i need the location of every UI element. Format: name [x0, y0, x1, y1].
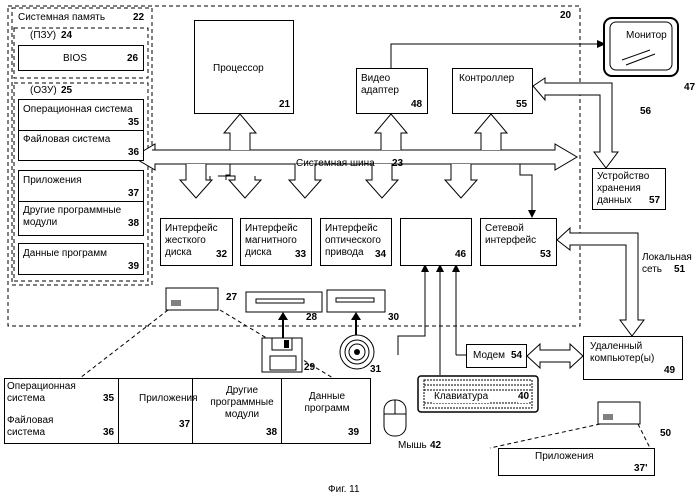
remote-hard-disk-icon — [598, 402, 640, 424]
cd-disc-icon — [340, 335, 374, 369]
hdd-interface-box: Интерфейс жесткого диска 32 — [160, 218, 233, 266]
disk-data-label: Данные программ — [299, 391, 355, 415]
video-adapter-number: 48 — [411, 99, 422, 111]
other-modules-number: 38 — [128, 218, 139, 230]
bios-box: BIOS 26 — [18, 45, 144, 71]
hdd-interface-number: 32 — [216, 249, 227, 261]
system-bus-label: Системная шина — [296, 158, 375, 170]
os-fs-box: Операционная система 35 Файловая система… — [18, 99, 144, 161]
os-label: Операционная система — [23, 104, 133, 116]
modem-number: 54 — [511, 350, 522, 362]
disk-modules-label: Другие программные модули — [201, 385, 283, 421]
system-memory-label: Системная память — [18, 12, 105, 24]
remote-apps-number: 37' — [634, 463, 648, 475]
remote-hdd-number: 50 — [660, 428, 671, 440]
disk-fs-label: Файловая система — [7, 415, 53, 439]
disk-contents-table: Операционная система 35 Файловая система… — [4, 378, 371, 444]
modem-label: Модем — [473, 350, 505, 362]
fs-number: 36 — [128, 147, 139, 159]
disk-modules-number: 38 — [266, 427, 277, 439]
keyboard-label: Клавиатура — [433, 391, 489, 403]
apps-modules-box: Приложения 37 Другие программные модули … — [18, 170, 144, 236]
bios-label: BIOS — [63, 53, 87, 65]
program-data-label: Данные программ — [23, 248, 107, 260]
video-adapter-box: Видео адаптер 48 — [356, 68, 428, 114]
hard-disk-icon — [166, 288, 218, 310]
io-interface-number: 46 — [455, 249, 466, 261]
apps-number: 37 — [128, 188, 139, 200]
other-modules-label: Другие программные модули — [23, 205, 121, 229]
disk-apps-label: Приложения — [139, 393, 198, 405]
floppy-drive-icon — [246, 292, 322, 312]
monitor-label: Монитор — [626, 30, 667, 42]
storage-number: 57 — [649, 195, 660, 207]
system-bus-number: 23 — [392, 158, 403, 170]
fs-label: Файловая система — [23, 134, 110, 146]
link-56-number: 56 — [640, 106, 651, 118]
mouse-number: 42 — [430, 440, 441, 452]
rom-label: (ПЗУ) — [30, 30, 56, 42]
disk-os-number: 35 — [103, 393, 114, 405]
lan-number: 51 — [674, 264, 685, 276]
disk-fs-number: 36 — [103, 427, 114, 439]
modem-box: Модем 54 — [466, 344, 527, 368]
io-interface-box: 46 — [400, 218, 472, 266]
remote-computer-label: Удаленный компьютер(ы) — [590, 341, 654, 365]
monitor-number: 47 — [684, 82, 695, 94]
bios-number: 26 — [127, 53, 138, 65]
controller-label: Контроллер — [459, 73, 514, 85]
cpu-label: Процессор — [213, 63, 264, 75]
keyboard-number: 40 — [518, 391, 529, 403]
optical-drive-icon — [327, 290, 385, 312]
network-interface-box: Сетевой интерфейс 53 — [480, 218, 557, 266]
hdd-number: 27 — [226, 292, 237, 304]
os-number: 35 — [128, 117, 139, 129]
floppy-disk-icon — [262, 338, 302, 372]
fdd-interface-box: Интерфейс магнитного диска 33 — [240, 218, 312, 266]
cd-number: 31 — [370, 364, 381, 376]
apps-label: Приложения — [23, 175, 82, 187]
remote-apps-box: Приложения 37' — [498, 448, 655, 476]
ram-label: (ОЗУ) — [30, 85, 57, 97]
cpu-box: Процессор 21 — [194, 20, 294, 114]
remote-computer-box: Удаленный компьютер(ы) 49 — [583, 336, 683, 380]
controller-box: Контроллер 55 — [452, 68, 533, 114]
rom-number: 24 — [61, 30, 72, 42]
mouse-icon — [384, 400, 406, 436]
computer-number: 20 — [560, 10, 571, 22]
hdd-interface-label: Интерфейс жесткого диска — [165, 223, 218, 259]
fdd-number: 28 — [306, 312, 317, 324]
odd-number: 30 — [388, 312, 399, 324]
fdd-interface-number: 33 — [295, 249, 306, 261]
system-memory-number: 22 — [133, 12, 144, 24]
program-data-number: 39 — [128, 261, 139, 273]
disk-apps-number: 37 — [179, 419, 190, 431]
remote-computer-number: 49 — [664, 365, 675, 377]
storage-label: Устройство хранения данных — [597, 171, 649, 207]
odd-interface-box: Интерфейс оптического привода 34 — [320, 218, 392, 266]
network-interface-number: 53 — [540, 249, 551, 261]
floppy-number: 29 — [304, 362, 315, 374]
program-data-box: Данные программ 39 — [18, 243, 144, 275]
figure-caption: Фиг. 11 — [328, 484, 360, 496]
storage-box: Устройство хранения данных 57 — [592, 168, 666, 210]
odd-interface-number: 34 — [375, 249, 386, 261]
fdd-interface-label: Интерфейс магнитного диска — [245, 223, 298, 259]
remote-apps-label: Приложения — [535, 451, 594, 463]
odd-interface-label: Интерфейс оптического привода — [325, 223, 381, 259]
mouse-label: Мышь — [398, 440, 427, 452]
controller-number: 55 — [516, 99, 527, 111]
video-adapter-label: Видео адаптер — [361, 73, 399, 97]
disk-os-label: Операционная система — [7, 381, 76, 405]
ram-number: 25 — [61, 85, 72, 97]
network-interface-label: Сетевой интерфейс — [485, 223, 536, 247]
disk-data-number: 39 — [348, 427, 359, 439]
cpu-number: 21 — [279, 99, 290, 111]
monitor-icon — [604, 18, 678, 76]
